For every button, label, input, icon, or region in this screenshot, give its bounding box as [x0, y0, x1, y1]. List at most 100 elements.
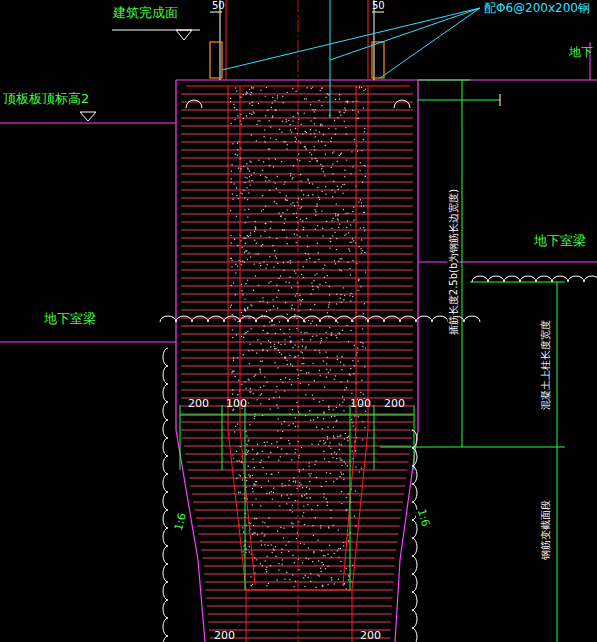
concrete-speckle	[364, 212, 365, 213]
concrete-speckle	[267, 556, 268, 557]
concrete-speckle	[314, 274, 315, 275]
concrete-speckle	[233, 458, 234, 459]
concrete-speckle	[328, 409, 329, 410]
concrete-speckle	[331, 579, 332, 580]
concrete-speckle	[251, 88, 252, 89]
concrete-speckle	[364, 252, 365, 253]
stirrup-line	[201, 550, 396, 551]
concrete-speckle	[269, 492, 270, 493]
concrete-speckle	[246, 177, 247, 178]
concrete-speckle	[298, 119, 299, 120]
concrete-speckle	[364, 537, 365, 538]
concrete-speckle	[302, 487, 303, 488]
concrete-speckle	[263, 325, 264, 326]
concrete-speckle	[338, 227, 339, 228]
concrete-speckle	[348, 493, 349, 494]
concrete-speckle	[339, 111, 340, 112]
concrete-speckle	[294, 314, 295, 315]
concrete-speckle	[340, 460, 341, 461]
concrete-speckle	[359, 495, 360, 496]
concrete-speckle	[328, 94, 329, 95]
concrete-speckle	[327, 566, 328, 567]
concrete-speckle	[286, 503, 287, 504]
concrete-speckle	[310, 134, 311, 135]
concrete-speckle	[270, 565, 271, 566]
concrete-speckle	[270, 281, 271, 282]
concrete-speckle	[365, 411, 366, 412]
concrete-speckle	[272, 97, 273, 98]
concrete-speckle	[232, 329, 233, 330]
concrete-speckle	[325, 442, 326, 443]
concrete-speckle	[335, 375, 336, 376]
concrete-speckle	[278, 290, 279, 291]
concrete-speckle	[232, 547, 233, 548]
concrete-speckle	[267, 333, 268, 334]
dimension: 200	[360, 630, 381, 642]
concrete-speckle	[291, 341, 292, 342]
concrete-speckle	[282, 121, 283, 122]
concrete-speckle	[301, 190, 302, 191]
concrete-speckle	[336, 294, 337, 295]
stirrup-line	[197, 526, 399, 527]
concrete-speckle	[250, 185, 251, 186]
concrete-speckle	[341, 186, 342, 187]
stirrup-line	[181, 430, 413, 431]
concrete-speckle	[309, 152, 310, 153]
concrete-speckle	[311, 293, 312, 294]
concrete-speckle	[310, 323, 311, 324]
concrete-speckle	[246, 91, 247, 92]
concrete-speckle	[297, 133, 298, 134]
concrete-speckle	[263, 385, 264, 386]
concrete-speckle	[237, 143, 238, 144]
concrete-speckle	[323, 493, 324, 494]
concrete-speckle	[255, 484, 256, 485]
concrete-speckle	[257, 339, 258, 340]
concrete-speckle	[352, 238, 353, 239]
concrete-speckle	[252, 102, 253, 103]
concrete-speckle	[351, 393, 352, 394]
concrete-speckle	[363, 227, 364, 228]
stirrup-line	[181, 190, 413, 191]
stirrup-line	[181, 406, 413, 407]
concrete-speckle	[238, 380, 239, 381]
stirrup-line	[181, 110, 413, 111]
concrete-speckle	[244, 209, 245, 210]
stirrup-line	[181, 278, 413, 279]
concrete-speckle	[290, 124, 291, 125]
concrete-speckle	[361, 252, 362, 253]
concrete-speckle	[328, 527, 329, 528]
concrete-speckle	[331, 517, 332, 518]
concrete-speckle	[279, 396, 280, 397]
concrete-speckle	[257, 534, 258, 535]
concrete-speckle	[281, 548, 282, 549]
concrete-speckle	[267, 333, 268, 334]
concrete-speckle	[329, 248, 330, 249]
concrete-speckle	[290, 175, 291, 176]
concrete-speckle	[284, 528, 285, 529]
concrete-speckle	[350, 368, 351, 369]
concrete-speckle	[310, 129, 311, 130]
concrete-speckle	[317, 160, 318, 161]
concrete-speckle	[280, 527, 281, 528]
concrete-speckle	[236, 532, 237, 533]
concrete-speckle	[292, 178, 293, 179]
concrete-speckle	[270, 228, 271, 229]
concrete-speckle	[249, 176, 250, 177]
concrete-speckle	[342, 402, 343, 403]
concrete-speckle	[241, 264, 242, 265]
concrete-speckle	[245, 431, 246, 432]
concrete-speckle	[251, 114, 252, 115]
concrete-speckle	[366, 91, 367, 92]
concrete-speckle	[249, 113, 250, 114]
concrete-speckle	[304, 544, 305, 545]
concrete-speckle	[243, 190, 244, 191]
concrete-speckle	[254, 565, 255, 566]
concrete-speckle	[347, 380, 348, 381]
concrete-speckle	[300, 174, 301, 175]
stirrup-line	[181, 134, 413, 135]
concrete-speckle	[318, 259, 319, 260]
concrete-speckle	[326, 498, 327, 499]
concrete-speckle	[290, 203, 291, 204]
concrete-speckle	[301, 124, 302, 125]
concrete-speckle	[365, 271, 366, 272]
